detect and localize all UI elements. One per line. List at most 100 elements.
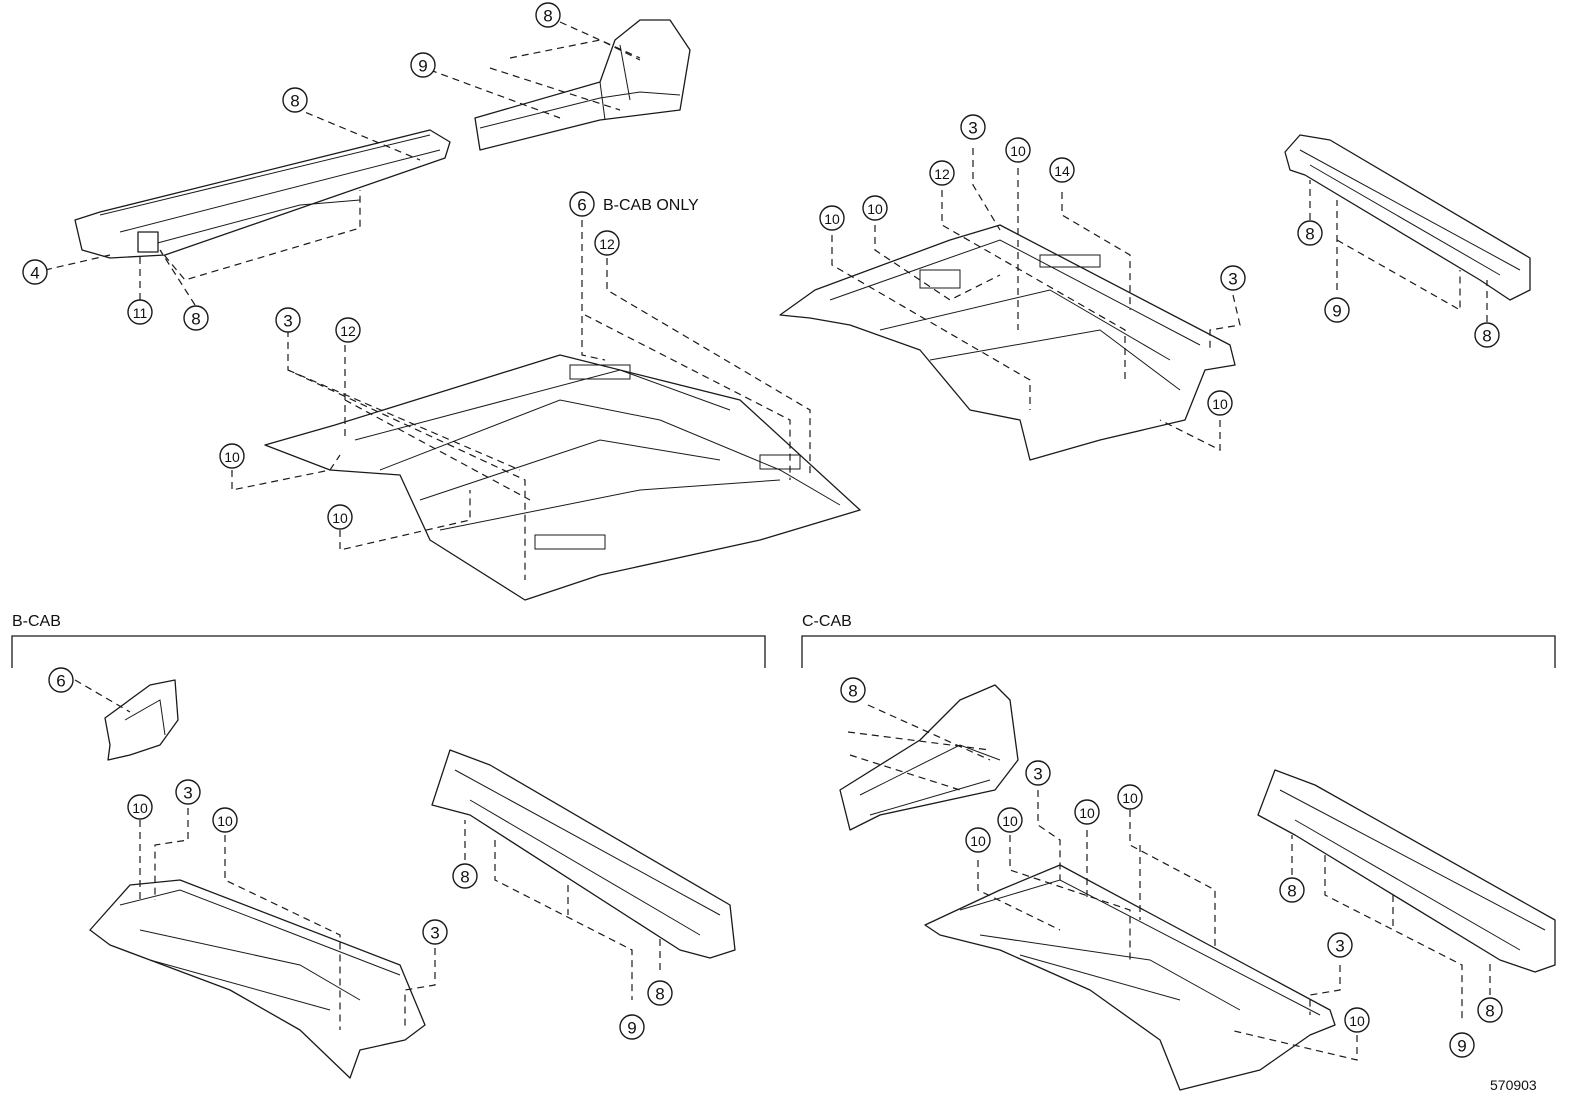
callout-number: 9 — [418, 57, 427, 76]
callout-4: 4 — [22, 259, 48, 285]
callout-10: 10 — [997, 807, 1023, 833]
callout-number: 10 — [1079, 805, 1095, 821]
callout-circle — [535, 2, 561, 28]
callout-circle — [1279, 877, 1305, 903]
callout-number: 8 — [848, 682, 857, 701]
callout-8: 8 — [535, 2, 561, 28]
callout-10: 10 — [219, 443, 245, 469]
callout-8: 8 — [1279, 877, 1305, 903]
callout-circle — [619, 1014, 645, 1040]
callout-circle — [1220, 265, 1246, 291]
side-member-rail-top-left — [44, 107, 451, 306]
callout-circle — [929, 160, 955, 186]
callout-circle — [1327, 932, 1353, 958]
callout-circle — [1297, 220, 1323, 246]
callout-circle — [422, 919, 448, 945]
callout-circle — [275, 307, 301, 333]
callout-14: 14 — [1049, 157, 1075, 183]
figure-id: 570903 — [1490, 1077, 1537, 1093]
callout-number: 10 — [1010, 143, 1026, 159]
callout-circle — [1207, 390, 1233, 416]
c-cab-side-member — [839, 684, 1019, 831]
callout-10: 10 — [1117, 784, 1143, 810]
callout-circle — [127, 794, 153, 820]
callout-number: 10 — [332, 510, 348, 526]
callout-circle — [1005, 137, 1031, 163]
callout-circle — [48, 667, 74, 693]
callout-number: 8 — [290, 92, 299, 111]
callout-10: 10 — [1207, 390, 1233, 416]
callout-number: 8 — [460, 868, 469, 887]
callout-circle — [862, 195, 888, 221]
section-label-b-cab: B-CAB — [12, 613, 61, 630]
callout-3: 3 — [275, 307, 301, 333]
callout-circle — [282, 87, 308, 113]
callout-circle — [22, 259, 48, 285]
callout-number: 12 — [934, 166, 950, 182]
callout-3: 3 — [1025, 760, 1051, 786]
callout-number: 9 — [1457, 1037, 1466, 1056]
callout-9: 9 — [410, 52, 436, 78]
callout-number: 3 — [1335, 937, 1344, 956]
callout-number: 10 — [217, 813, 233, 829]
callout-circle — [1344, 1007, 1370, 1033]
callout-number: 4 — [30, 264, 39, 283]
callout-number: 8 — [191, 310, 200, 329]
callout-circle — [819, 205, 845, 231]
callout-number: 6 — [56, 672, 65, 691]
callout-circle — [212, 807, 238, 833]
callout-circle — [594, 230, 620, 256]
callout-number: 9 — [627, 1019, 636, 1038]
b-cab-rail — [431, 749, 736, 1000]
callout-8: 8 — [1477, 997, 1503, 1023]
callout-number: 9 — [1332, 302, 1341, 321]
callout-number: 8 — [1287, 882, 1296, 901]
callout-circle — [452, 863, 478, 889]
callout-number: 10 — [224, 449, 240, 465]
floor-pan-top-right — [779, 148, 1241, 461]
callout-number: 10 — [1349, 1013, 1365, 1029]
callout-12: 12 — [335, 317, 361, 343]
callout-number: 14 — [1054, 163, 1070, 179]
b-cab-bracket-part — [74, 679, 179, 761]
callout-circle — [1049, 157, 1075, 183]
callout-9: 9 — [1324, 297, 1350, 323]
callout-number: 3 — [430, 924, 439, 943]
callout-circle — [127, 299, 153, 325]
b-cab-section: B-CAB — [11, 613, 766, 668]
callout-10: 10 — [212, 807, 238, 833]
callout-10: 10 — [1074, 799, 1100, 825]
note-b-cab-only: B-CAB ONLY — [603, 197, 699, 214]
callout-number: 10 — [1212, 396, 1228, 412]
c-cab-section: C-CAB — [801, 613, 1556, 668]
callout-11: 11 — [127, 299, 153, 325]
callout-12: 12 — [929, 160, 955, 186]
callout-circle — [1477, 997, 1503, 1023]
callout-number: 6 — [577, 196, 586, 215]
callout-10: 10 — [1344, 1007, 1370, 1033]
callout-number: 3 — [183, 784, 192, 803]
callout-8: 8 — [647, 980, 673, 1006]
callout-8: 8 — [840, 677, 866, 703]
callout-number: 10 — [1122, 790, 1138, 806]
c-cab-rear-floor — [924, 790, 1358, 1091]
callout-circle — [840, 677, 866, 703]
callout-6: 6 — [48, 667, 74, 693]
callout-number: 3 — [968, 119, 977, 138]
callout-circle — [997, 807, 1023, 833]
callout-number: 3 — [1033, 765, 1042, 784]
callout-8: 8 — [183, 305, 209, 331]
callout-number: 3 — [283, 312, 292, 331]
callout-number: 12 — [599, 236, 615, 252]
callout-number: 8 — [1485, 1002, 1494, 1021]
c-cab-rail — [1257, 769, 1556, 1020]
callout-circle — [965, 827, 991, 853]
callout-circle — [175, 779, 201, 805]
callout-number: 8 — [1482, 327, 1491, 346]
callout-circle — [1074, 799, 1100, 825]
callout-circle — [960, 114, 986, 140]
callout-10: 10 — [1005, 137, 1031, 163]
callout-9: 9 — [1449, 1032, 1475, 1058]
